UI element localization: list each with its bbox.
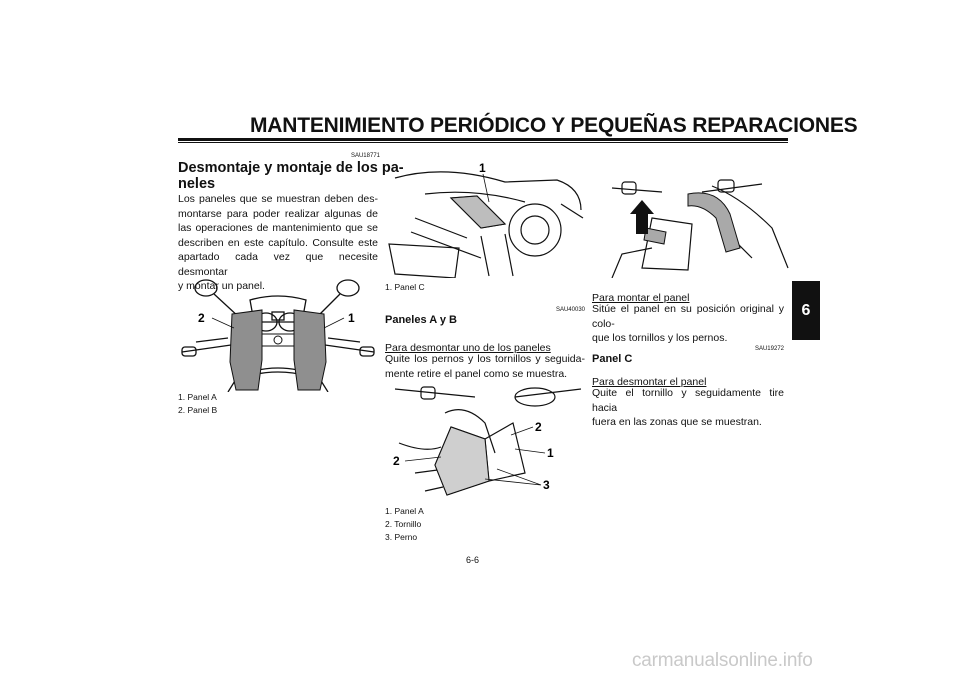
subsection-subheading: Para montar el panel [592, 292, 690, 304]
subsection-heading: Panel C [592, 353, 633, 365]
section-heading-line2: neles [178, 176, 216, 192]
body-line: mente retire el panel como se muestra. [385, 367, 568, 380]
section-body: Los paneles que se muestran deben des- m… [178, 192, 378, 294]
header-rule [178, 138, 788, 141]
figure-caption-list: 1. Panel A 2. Panel B [178, 391, 217, 417]
section-code: SAU18771 [350, 153, 380, 159]
caption-item: 3. Perno [385, 532, 418, 542]
body-line: describen en este capítulo. Consulte est… [178, 236, 378, 249]
header-rule-thin [178, 142, 788, 143]
section-code: SAU40030 [555, 307, 585, 313]
figure-callout: 1 [547, 446, 554, 460]
figure-caption-list: 1. Panel A 2. Tornillo 3. Perno [385, 505, 424, 544]
watermark: carmanualsonline.info [632, 650, 813, 671]
subsection-body: Quite el tornillo y seguidamente tire ha… [592, 386, 784, 430]
caption-item: 2. Panel B [178, 405, 218, 415]
body-line: Quite el tornillo y seguidamente tire ha… [592, 387, 784, 414]
body-line: y montar un panel. [178, 280, 265, 292]
body-line: las operaciones de mantenimiento que se [178, 222, 378, 234]
figure-callout: 1 [348, 311, 355, 325]
caption-item: 1. Panel A [385, 506, 424, 516]
figure-callout: 2 [198, 311, 205, 325]
page-number: 6-6 [466, 555, 480, 565]
subsection-heading: Paneles A y B [385, 314, 457, 326]
figure-callout: 2 [393, 454, 400, 468]
caption-item: 1. Panel A [178, 392, 217, 402]
pull-arrow-icon [630, 200, 654, 234]
handlebar-panels-illustration: 2 1 [181, 279, 375, 392]
subsection-subheading: Para desmontar uno de los paneles [385, 342, 551, 354]
figure-callout: 2 [535, 420, 542, 434]
subsection-body: Sitúe el panel en su posición original y… [592, 302, 784, 346]
figure-callout: 1 [479, 161, 486, 175]
panel-a-screws-illustration: 2 2 1 3 [393, 386, 582, 496]
caption-item: 2. Tornillo [385, 519, 422, 529]
figure-callout: 3 [543, 478, 550, 492]
body-line: Los paneles que se muestran deben des- [178, 193, 378, 205]
subsection-subheading: Para desmontar el panel [592, 376, 707, 388]
body-line: que los tornillos y los pernos. [592, 332, 728, 344]
body-line: Quite los pernos y los tornillos y segui… [385, 353, 585, 365]
caption-item: 1. Panel C [385, 282, 425, 292]
section-heading-line1: Desmontaje y montaje de los pa- [178, 160, 404, 176]
body-line: fuera en las zonas que se muestran. [592, 416, 762, 428]
side-panel-c-illustration: 1 [388, 161, 584, 278]
chapter-tab: 6 [792, 281, 820, 340]
body-line: montarse para poder realizar algunas de [178, 207, 378, 220]
subsection-body: Quite los pernos y los tornillos y segui… [385, 352, 585, 381]
panel-c-removal-illustration [611, 179, 789, 278]
body-line: apartado cada vez que necesite desmontar [178, 251, 378, 278]
section-code: SAU19272 [754, 346, 784, 352]
body-line: Sitúe el panel en su posición original y… [592, 303, 784, 330]
page-header-title: MANTENIMIENTO PERIÓDICO Y PEQUEÑAS REPAR… [250, 114, 858, 137]
